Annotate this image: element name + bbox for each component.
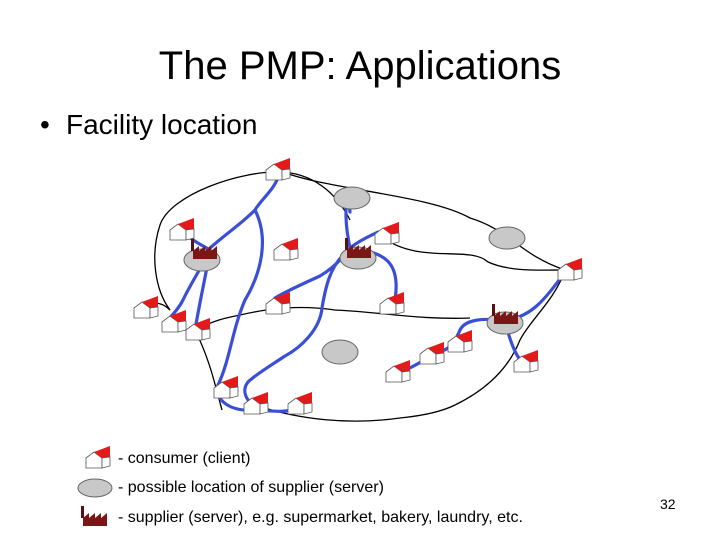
possible-sites [183, 186, 526, 365]
bullet-text: Facility location [66, 109, 258, 140]
legend-supplier-icon [81, 506, 107, 526]
bullet-dot: • [40, 109, 50, 140]
bullet-item: • Facility location [40, 107, 257, 143]
legend-supplier-label: - supplier (server), e.g. supermarket, b… [118, 509, 523, 526]
possible-site [321, 339, 359, 365]
road [381, 236, 566, 271]
legend-symbols [77, 445, 113, 526]
consumer-house [243, 391, 269, 415]
road [194, 306, 471, 331]
route [436, 317, 507, 354]
consumer-house [379, 291, 405, 315]
consumer-house [273, 237, 299, 261]
route [503, 270, 567, 322]
legend-site-label: - possible location of supplier (server) [118, 479, 384, 496]
assignment-routes [166, 170, 567, 413]
route [243, 248, 352, 413]
route [215, 208, 264, 412]
page-number: 32 [660, 496, 676, 512]
route [208, 170, 282, 250]
consumer-house [385, 359, 411, 383]
legend-consumer-label: - consumer (client) [118, 450, 251, 467]
possible-site [488, 226, 526, 250]
consumer-house [557, 257, 583, 281]
consumer-house [419, 341, 445, 365]
legend-consumer-icon [85, 445, 111, 469]
road [454, 269, 566, 406]
road [254, 404, 456, 422]
consumer-house [265, 157, 291, 181]
road [154, 171, 284, 311]
legend-site-icon [77, 478, 113, 498]
road [282, 171, 566, 271]
consumer-house [213, 375, 239, 399]
consumer-house [374, 221, 400, 245]
page-title: The PMP: Applications [158, 44, 562, 88]
consumer-house [169, 217, 195, 241]
route [348, 230, 380, 250]
consumer-house [133, 295, 159, 319]
possible-site [333, 186, 371, 210]
consumer-house [287, 391, 313, 415]
